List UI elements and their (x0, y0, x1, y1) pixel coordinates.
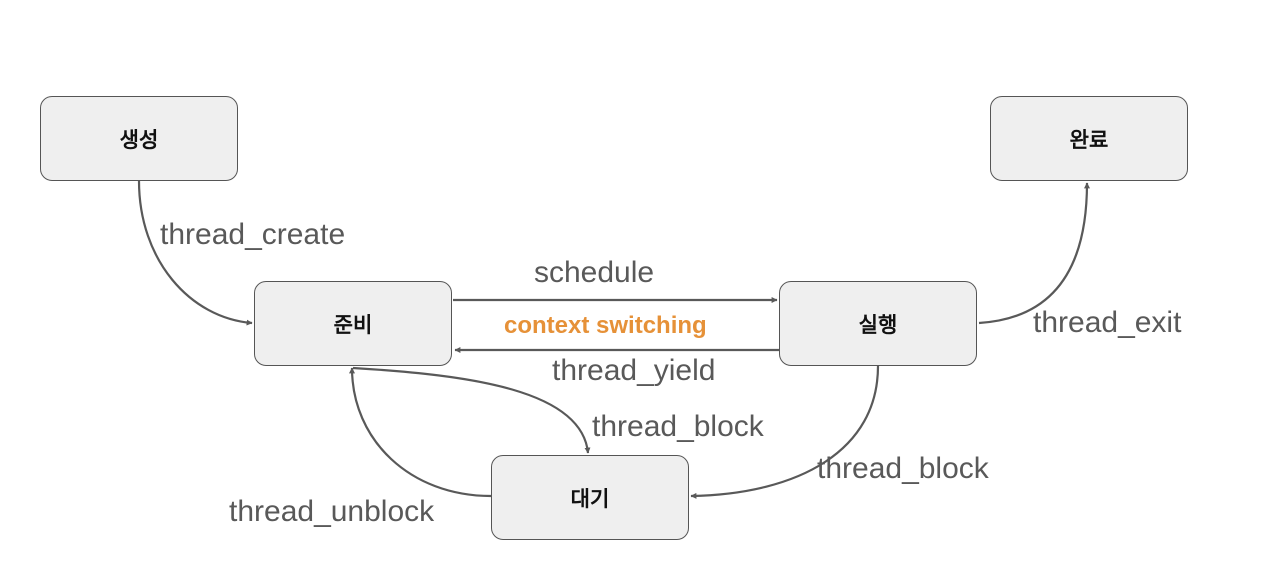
arrow-running-to-waiting (690, 365, 880, 499)
label-thread-create: thread_create (160, 218, 346, 251)
label-schedule: schedule (534, 256, 655, 289)
label-thread-yield: thread_yield (552, 354, 716, 387)
label-thread-block-running: thread_block (817, 452, 989, 485)
state-waiting-label: 대기 (570, 486, 610, 511)
state-done: 완료 (990, 96, 1188, 181)
state-ready: 준비 (254, 281, 452, 366)
label-thread-block-ready: thread_block (592, 410, 764, 443)
arrow-waiting-to-ready (349, 367, 492, 498)
state-create-label: 생성 (119, 127, 159, 152)
arrow-ready-to-waiting (352, 366, 591, 454)
arrow-running-to-done (978, 182, 1090, 325)
arrow-create-to-ready (137, 180, 253, 326)
state-running: 실행 (779, 281, 977, 366)
label-context-switching: context switching (504, 312, 707, 339)
state-create: 생성 (40, 96, 238, 181)
label-thread-unblock: thread_unblock (229, 495, 435, 528)
state-waiting: 대기 (491, 455, 689, 540)
state-done-label: 완료 (1069, 127, 1109, 152)
state-running-label: 실행 (858, 312, 898, 337)
label-thread-exit: thread_exit (1033, 306, 1182, 339)
state-ready-label: 준비 (333, 312, 373, 337)
